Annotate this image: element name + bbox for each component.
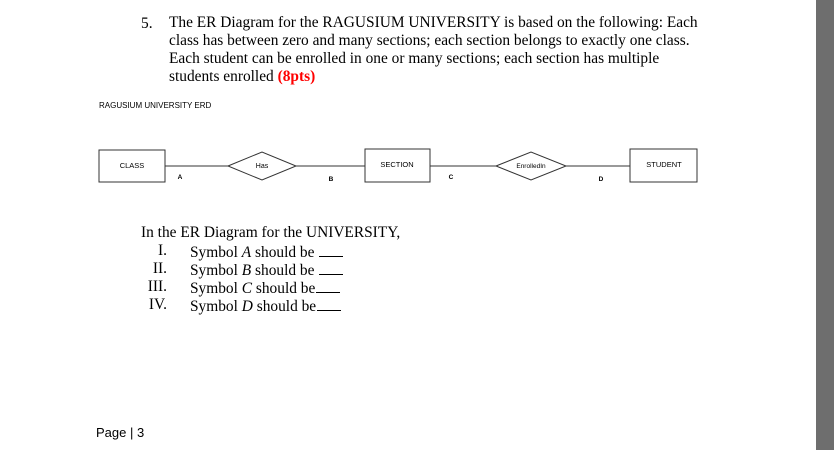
answer-item-1-post: should be <box>251 244 319 261</box>
answer-item-2-pre: Symbol <box>190 262 242 279</box>
entity-student-box <box>629 148 698 183</box>
answer-item-3-post: should be <box>252 280 316 297</box>
entity-section-label: SECTION <box>380 160 413 169</box>
relationship-enrolledin: EnrolledIn <box>494 151 568 181</box>
answer-item-1: Symbol A should be <box>190 242 344 262</box>
entity-student-label: STUDENT <box>646 160 682 169</box>
answer-item-2: Symbol B should be <box>190 260 344 280</box>
answer-item-4: Symbol D should be <box>190 296 342 316</box>
answer-blank-1[interactable] <box>319 242 344 257</box>
relationship-has: Has <box>226 151 298 181</box>
symbol-b: B <box>329 176 334 183</box>
entity-section: SECTION <box>364 148 431 183</box>
entity-class: CLASS <box>98 149 166 183</box>
answer-item-4-post: should be <box>252 298 317 315</box>
answer-item-1-symbol: A <box>241 244 252 261</box>
symbol-c: C <box>449 174 454 181</box>
answer-item-3-pre: Symbol <box>190 280 242 297</box>
question-number: 5. <box>141 15 153 32</box>
answer-item-3: Symbol C should be <box>190 278 341 298</box>
entity-section-box <box>364 148 431 183</box>
answer-item-4-symbol: D <box>241 298 253 315</box>
question-line-1: The ER Diagram for the RAGUSIUM UNIVERSI… <box>169 14 698 31</box>
question-line-2: class has between zero and many sections… <box>169 32 690 49</box>
question-line-3: Each student can be enrolled in one or m… <box>169 50 660 67</box>
page-footer: Page | 3 <box>96 425 145 440</box>
question-line-4: students enrolled (8pts) <box>169 68 315 86</box>
answer-blank-4[interactable] <box>317 296 342 311</box>
entity-class-label: CLASS <box>120 161 145 170</box>
answer-blank-3[interactable] <box>316 278 341 293</box>
answer-item-4-pre: Symbol <box>190 298 242 315</box>
scrollbar[interactable] <box>816 0 834 450</box>
relationship-has-label: Has <box>256 163 269 170</box>
numeral-4: IV. <box>148 296 167 313</box>
answer-item-3-symbol: C <box>241 280 253 297</box>
answers-intro: In the ER Diagram for the UNIVERSITY, <box>141 224 401 241</box>
question-line-4-text: students enrolled <box>169 68 278 85</box>
relationship-has-diamond <box>226 151 298 181</box>
relationship-enrolledin-label: EnrolledIn <box>516 163 546 170</box>
symbol-d: D <box>599 176 604 183</box>
answer-item-1-pre: Symbol <box>190 244 242 261</box>
er-diagram: CLASS SECTION STUDENT Has EnrolledIn A B… <box>98 148 698 183</box>
entity-class-box <box>98 149 166 183</box>
numeral-3: III. <box>147 278 167 295</box>
numeral-2: II. <box>152 260 167 277</box>
answer-item-2-symbol: B <box>241 262 252 279</box>
relationship-enrolledin-diamond <box>494 151 568 181</box>
points-label: (8pts) <box>277 68 316 85</box>
document-page: 5. The ER Diagram for the RAGUSIUM UNIVE… <box>96 14 698 440</box>
symbol-a: A <box>178 174 183 181</box>
entity-student: STUDENT <box>629 148 698 183</box>
answer-item-2-post: should be <box>251 262 319 279</box>
numeral-1: I. <box>158 242 167 259</box>
erd-title: RAGUSIUM UNIVERSITY ERD <box>99 101 212 110</box>
answer-blank-2[interactable] <box>319 260 344 275</box>
